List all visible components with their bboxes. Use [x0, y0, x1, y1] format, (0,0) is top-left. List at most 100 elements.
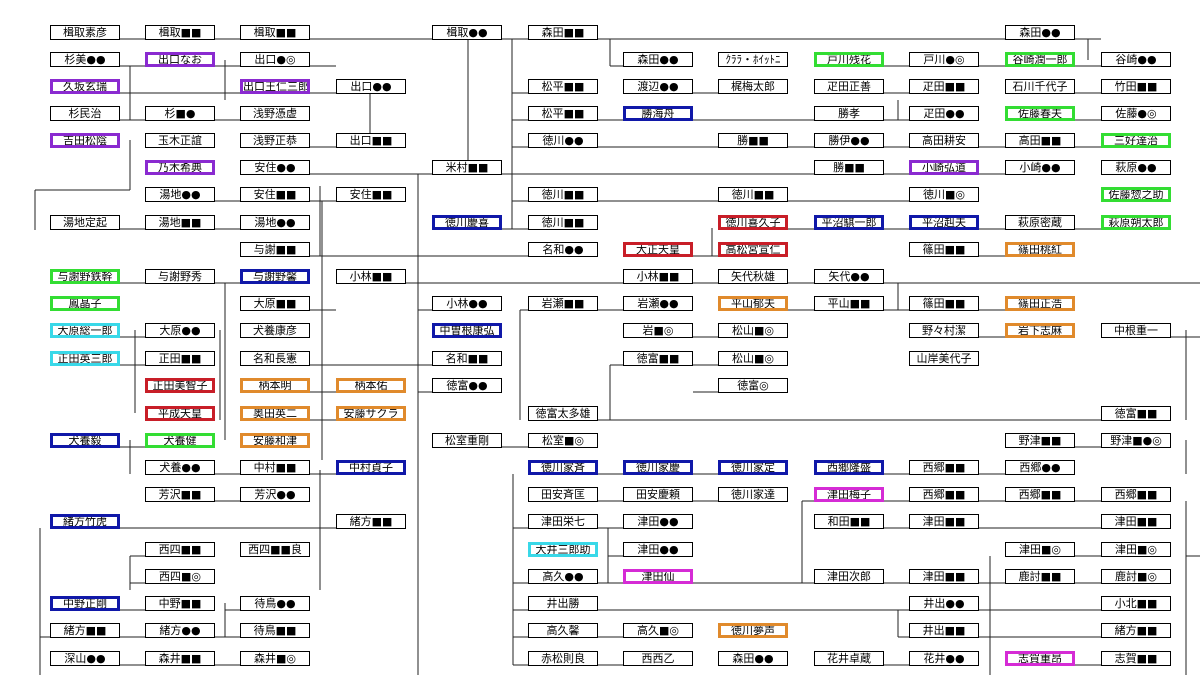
person-node: 森井■■: [145, 651, 215, 666]
person-node: 徳川■■: [528, 187, 598, 202]
person-node: 小林●●: [432, 296, 502, 311]
person-node: 緒方■■: [50, 623, 120, 638]
person-node: 犬養毅: [50, 433, 120, 448]
person-node: 平沼騏一郎: [814, 215, 884, 230]
person-node: 和田■■: [814, 514, 884, 529]
person-node: 戸川●◎: [909, 52, 979, 67]
person-node: 安住■■: [336, 187, 406, 202]
person-node: 岩瀬■■: [528, 296, 598, 311]
person-node: 中野正剛: [50, 596, 120, 611]
person-node: 谷崎●●: [1101, 52, 1171, 67]
person-node: 楫取素彦: [50, 25, 120, 40]
person-node: 楫取■■: [145, 25, 215, 40]
person-node: 勝■■: [718, 133, 788, 148]
person-node: 名和長憲: [240, 351, 310, 366]
person-node: 森田●●: [718, 651, 788, 666]
person-node: 西郷■■: [909, 487, 979, 502]
person-node: 平沼赳夫: [909, 215, 979, 230]
person-node: 疋田●●: [909, 106, 979, 121]
person-node: 石川千代子: [1005, 79, 1075, 94]
person-node: 野津■■: [1005, 433, 1075, 448]
person-node: 赤松則良: [528, 651, 598, 666]
person-node: 柄本明: [240, 378, 310, 393]
person-node: 小崎弘道: [909, 160, 979, 175]
person-node: 竹田■■: [1101, 79, 1171, 94]
person-node: ｸﾗﾗ・ﾎｲｯﾄﾆ: [718, 52, 788, 67]
person-node: 大井三郎助: [528, 542, 598, 557]
person-node: 津田■■: [909, 514, 979, 529]
person-node: 高田耕安: [909, 133, 979, 148]
person-node: 正田■■: [145, 351, 215, 366]
person-node: 津田栄七: [528, 514, 598, 529]
person-node: 徳川家定: [718, 460, 788, 475]
person-node: 楫取●●: [432, 25, 502, 40]
person-node: 岩瀬●●: [623, 296, 693, 311]
person-node: 野々村潔: [909, 323, 979, 338]
person-node: 松平■■: [528, 79, 598, 94]
person-node: 小林■■: [623, 269, 693, 284]
person-node: 徳富■■: [1101, 406, 1171, 421]
person-node: 西四■■: [145, 542, 215, 557]
person-node: 西四■◎: [145, 569, 215, 584]
person-node: 梶梅太郎: [718, 79, 788, 94]
person-node: 芳沢●●: [240, 487, 310, 502]
person-node: 松山■◎: [718, 323, 788, 338]
person-node: 志賀■■: [1101, 651, 1171, 666]
person-node: 萩原朔太郎: [1101, 215, 1171, 230]
person-node: 井出■■: [909, 623, 979, 638]
person-node: 大原●●: [145, 323, 215, 338]
person-node: 湯地定起: [50, 215, 120, 230]
person-node: 萩原●●: [1101, 160, 1171, 175]
person-node: 疋田正善: [814, 79, 884, 94]
person-node: 西郷●●: [1005, 460, 1075, 475]
person-node: 徳川■■: [528, 215, 598, 230]
person-node: 乃木希典: [145, 160, 215, 175]
person-node: 森田■■: [528, 25, 598, 40]
person-node: 徳富■■: [623, 351, 693, 366]
person-node: 徳富太多雄: [528, 406, 598, 421]
person-node: 花井●●: [909, 651, 979, 666]
person-node: 大原■■: [240, 296, 310, 311]
person-node: 徳川夢声: [718, 623, 788, 638]
person-node: 玉木正誼: [145, 133, 215, 148]
person-node: 与謝野秀: [145, 269, 215, 284]
person-node: 篠田■■: [909, 296, 979, 311]
person-node: 森田●●: [623, 52, 693, 67]
person-node: 大正天皇: [623, 242, 693, 257]
person-node: 犬養健: [145, 433, 215, 448]
person-node: 西郷■■: [909, 460, 979, 475]
person-node: 津田■◎: [1101, 542, 1171, 557]
person-node: 岩下志麻: [1005, 323, 1075, 338]
person-node: 湯地●●: [145, 187, 215, 202]
person-node: 鳳晶子: [50, 296, 120, 311]
person-node: 佐藤●◎: [1101, 106, 1171, 121]
person-node: 高久■◎: [623, 623, 693, 638]
person-node: 正田美智子: [145, 378, 215, 393]
person-node: 松室重剛: [432, 433, 502, 448]
person-node: 松平■■: [528, 106, 598, 121]
person-node: 鹿討■■: [1005, 569, 1075, 584]
person-node: 津田梅子: [814, 487, 884, 502]
person-node: 西郷■■: [1101, 487, 1171, 502]
person-node: 安藤和津: [240, 433, 310, 448]
person-node: 緒方竹虎: [50, 514, 120, 529]
person-node: 徳富◎: [718, 378, 788, 393]
person-node: 三好達治: [1101, 133, 1171, 148]
person-node: 小崎●●: [1005, 160, 1075, 175]
person-node: 徳川家慶: [623, 460, 693, 475]
person-node: 徳川■■: [718, 187, 788, 202]
person-node: 佐藤春夫: [1005, 106, 1075, 121]
person-node: 西郷隆盛: [814, 460, 884, 475]
person-node: 岩■◎: [623, 323, 693, 338]
person-node: 安住■■: [240, 187, 310, 202]
person-node: 大原総一郎: [50, 323, 120, 338]
person-node: 花井卓蔵: [814, 651, 884, 666]
person-node: 杉民治: [50, 106, 120, 121]
person-node: 中野■■: [145, 596, 215, 611]
person-node: 津田■◎: [1005, 542, 1075, 557]
person-node: 中村貞子: [336, 460, 406, 475]
person-node: 渡辺●●: [623, 79, 693, 94]
person-node: 矢代秋雄: [718, 269, 788, 284]
person-node: 芳沢■■: [145, 487, 215, 502]
person-node: 松室■◎: [528, 433, 598, 448]
